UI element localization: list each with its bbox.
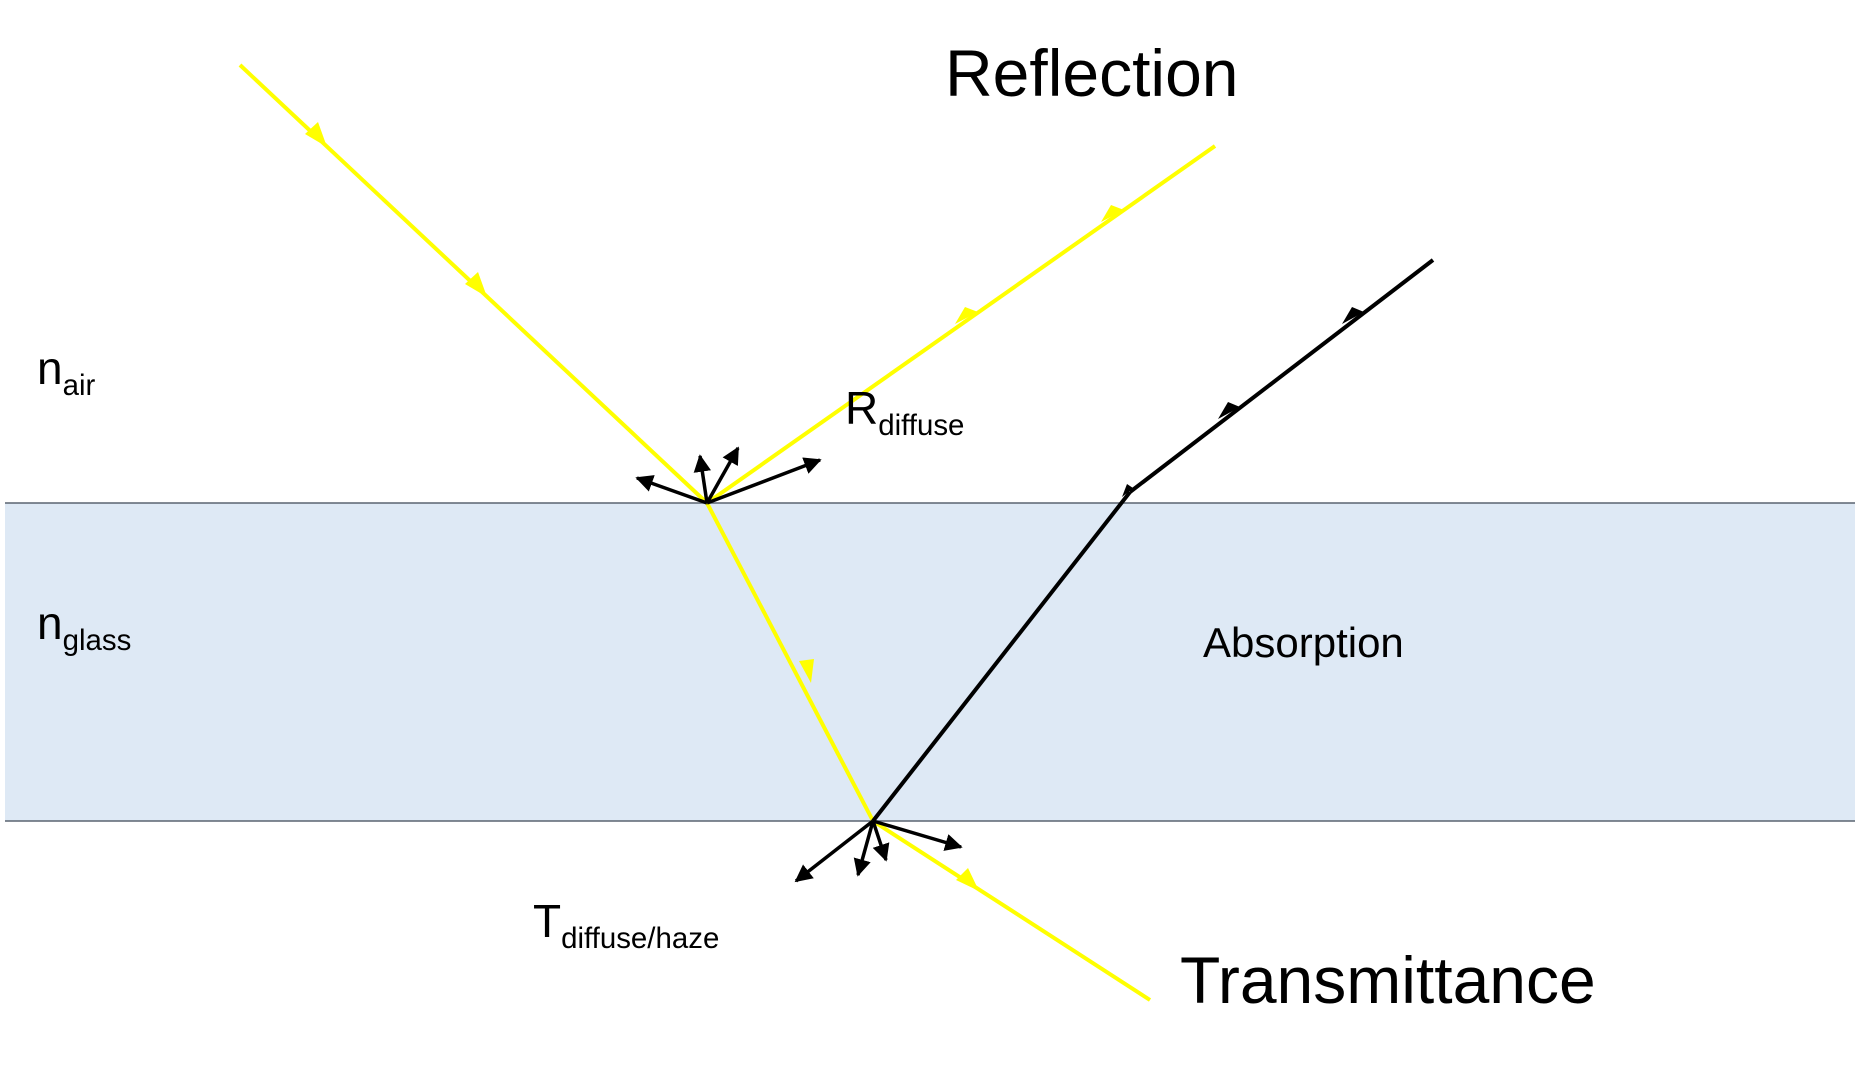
refracted-ray-arrow xyxy=(799,659,814,683)
r-diffuse-subscript: diffuse xyxy=(878,409,965,443)
transmitted-ray xyxy=(871,819,1152,1002)
diffuse-transmission-arrow-2 xyxy=(853,820,875,877)
incident-ray-arrow-2 xyxy=(465,272,487,297)
incident-ray-arrow-1 xyxy=(305,122,327,147)
absorption-ray xyxy=(871,490,1132,823)
escaping-ray-arrow-2 xyxy=(1342,307,1364,324)
t-diffuse-base: T xyxy=(533,895,562,947)
transmitted-ray-arrow xyxy=(956,868,979,891)
reflected-ray-arrow-2 xyxy=(1101,205,1124,222)
reflected-ray xyxy=(705,144,1217,505)
diffuse-transmission-arrow-4 xyxy=(872,819,963,851)
absorption-label: Absorption xyxy=(1203,619,1404,666)
escaping-ray-arrow-1 xyxy=(1218,402,1240,419)
glass-layer xyxy=(5,503,1855,821)
r-diffuse-label: Rdiffuse xyxy=(845,382,964,440)
n-air-subscript: air xyxy=(62,369,96,403)
diffuse-reflection-arrow-3 xyxy=(705,446,740,504)
diffuse-transmission-arrow-3 xyxy=(871,820,890,862)
diffuse-transmission-arrow-1 xyxy=(794,819,875,883)
n-glass-base: n xyxy=(37,597,63,649)
reflected-ray-arrow-1 xyxy=(955,307,978,324)
refracted-ray xyxy=(705,502,875,822)
diffuse-reflection-arrow-1 xyxy=(635,475,708,505)
transmittance-title: Transmittance xyxy=(1180,943,1596,1017)
n-glass-subscript: glass xyxy=(62,624,132,658)
n-air-label: nair xyxy=(37,342,95,400)
escaping-ray xyxy=(1128,258,1435,494)
n-glass-label: nglass xyxy=(37,597,131,655)
t-diffuse-subscript: diffuse/haze xyxy=(561,922,720,956)
absorption-ray-arrow xyxy=(1122,484,1133,497)
reflection-title: Reflection xyxy=(945,36,1239,110)
diffuse-reflection-arrow-4 xyxy=(706,457,822,505)
t-diffuse-label: Tdiffuse/haze xyxy=(533,895,719,953)
diffuse-reflection-arrow-2 xyxy=(693,454,711,504)
r-diffuse-base: R xyxy=(845,382,879,434)
n-air-base: n xyxy=(37,342,63,394)
